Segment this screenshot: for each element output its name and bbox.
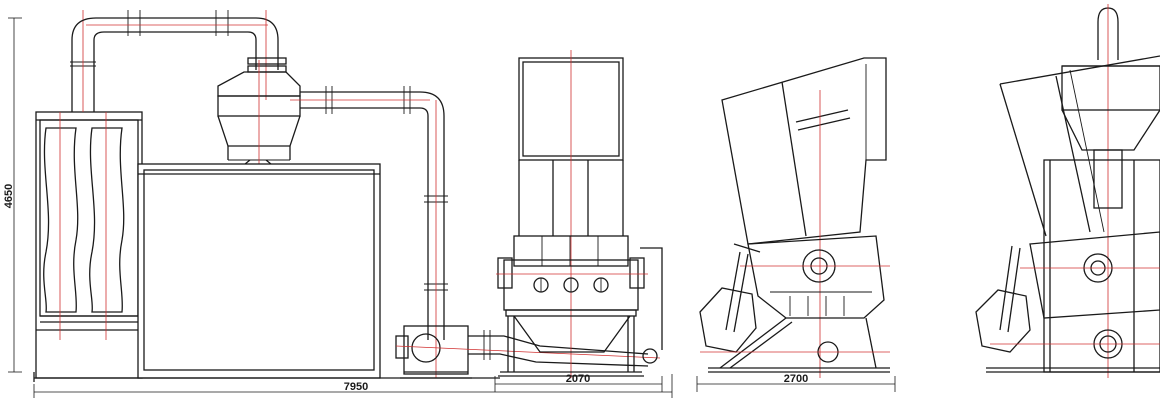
support-frame: [33, 163, 500, 382]
dimension-label-crusher-front-width: 2070: [566, 373, 590, 385]
dimension-lines: [8, 17, 896, 398]
dimension-label-overall-length: 7950: [344, 381, 368, 393]
assembly-side-view: [975, 4, 1160, 378]
cyclone-separator: [217, 60, 430, 378]
return-duct: [395, 91, 661, 379]
dimension-label-crusher-side-width: 2700: [784, 373, 808, 385]
crusher-side-view: [699, 57, 890, 378]
crusher-front-view: [496, 50, 663, 378]
upper-duct: [71, 10, 287, 100]
bag-filter-housing: [35, 10, 143, 379]
dimension-label-height: 4650: [3, 184, 15, 208]
